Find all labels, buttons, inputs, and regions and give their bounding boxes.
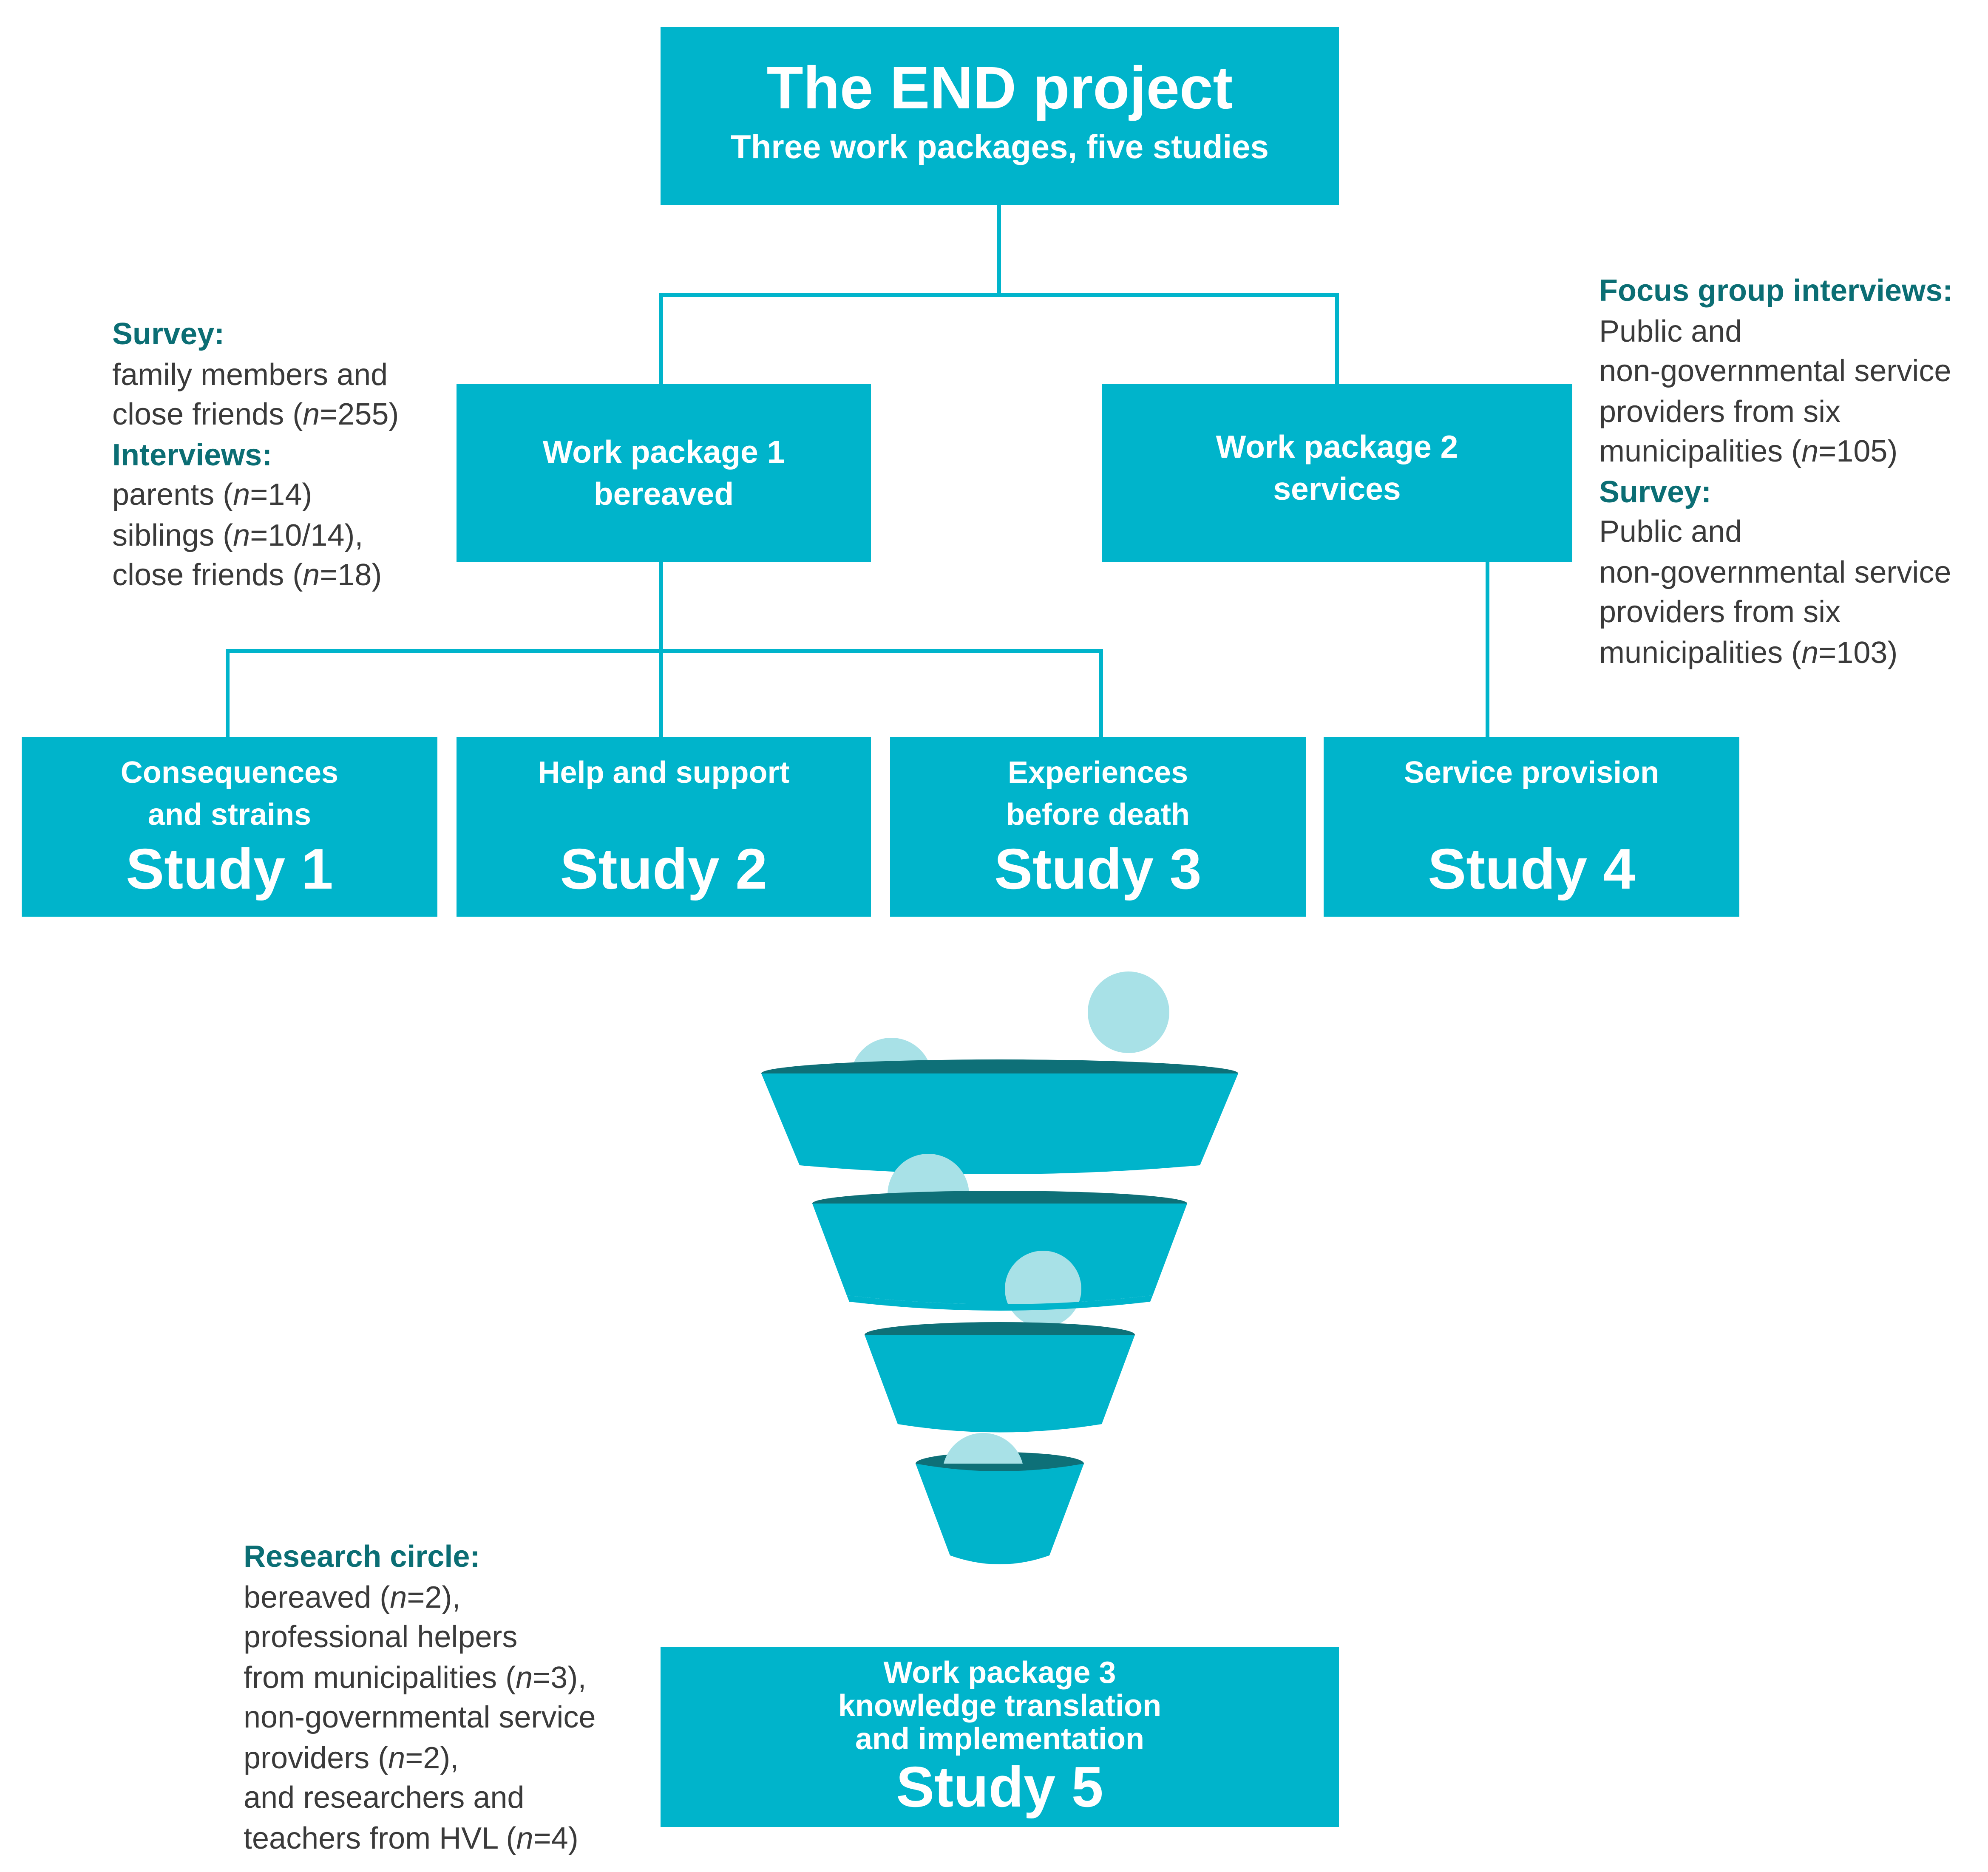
root-subtitle: Three work packages, five studies — [731, 127, 1269, 166]
study1-label: Study 1 — [126, 836, 333, 901]
root-box: The END project Three work packages, fiv… — [661, 27, 1339, 205]
connector-root-bar — [659, 293, 1339, 297]
wp1-title: Work package 1 — [542, 435, 785, 470]
study3-line1: Experiences — [1007, 756, 1188, 790]
bottom-annotation: Research circle: bereaved (n=2), profess… — [244, 1538, 596, 1859]
focus-line-4: municipalities (n=105) — [1599, 435, 1898, 469]
connector-to-wp1 — [659, 293, 663, 384]
study2-line1: Help and support — [538, 756, 790, 790]
root-title: The END project — [766, 54, 1233, 121]
friends-line: close friends (n=18) — [112, 558, 382, 593]
focus-line-2: non-governmental service — [1599, 354, 1951, 389]
funnel-illustration — [761, 971, 1238, 1564]
funnel-layer-4 — [916, 1464, 1084, 1564]
rc-line-7: teachers from HVL (n=4) — [244, 1821, 579, 1856]
study2-line2 — [457, 794, 871, 836]
connector-root-down — [997, 204, 1001, 296]
focus-line-1: Public and — [1599, 314, 1742, 349]
wp2-title: Work package 2 — [1216, 430, 1458, 465]
rc-line-3: from municipalities (n=3), — [244, 1660, 587, 1695]
study4-line1: Service provision — [1404, 756, 1659, 790]
connector-to-study3 — [1099, 649, 1103, 739]
bubble-icon — [944, 1433, 1023, 1464]
rc-line-2: professional helpers — [244, 1620, 518, 1655]
funnel-layer-1 — [761, 1073, 1238, 1174]
funnel-layer-2 — [812, 1204, 1187, 1304]
study1-line1: Consequences — [120, 756, 339, 790]
rc-line-1: bereaved (n=2), — [244, 1580, 461, 1615]
connector-to-study1 — [226, 649, 230, 739]
interviews-heading: Interviews: — [112, 438, 272, 473]
connector-wp2-down — [1486, 561, 1489, 739]
study3-line2: before death — [1006, 798, 1190, 833]
funnel-layer-3 — [865, 1335, 1135, 1433]
siblings-line: siblings (n=10/14), — [112, 518, 363, 553]
funnel-layer-2-lip — [847, 1295, 1153, 1311]
rc-line-4: non-governmental service — [244, 1701, 596, 1735]
focus-line-3: providers from six — [1599, 394, 1841, 429]
study2-box: Help and support Study 2 — [457, 737, 871, 917]
wp3-line3: and implementation — [855, 1722, 1145, 1757]
wp3-line1: Work package 3 — [883, 1656, 1116, 1691]
study3-box: Experiences before death Study 3 — [890, 737, 1306, 917]
right-annotation: Focus group interviews: Public and non-g… — [1599, 272, 1953, 673]
wp2-survey-heading: Survey: — [1599, 475, 1712, 510]
survey-line-1: Public and — [1599, 515, 1742, 549]
wp1-box: Work package 1 bereaved — [457, 384, 871, 562]
wp2-box: Work package 2 services — [1102, 384, 1572, 562]
rc-line-5: providers (n=2), — [244, 1741, 459, 1776]
research-circle-heading: Research circle: — [244, 1540, 480, 1575]
parents-line: parents (n=14) — [112, 478, 312, 513]
wp2-subtitle: services — [1273, 472, 1401, 507]
wp1-subtitle: bereaved — [593, 477, 734, 513]
wp3-line2: knowledge translation — [838, 1689, 1162, 1724]
wp3-box: Work package 3 knowledge translation and… — [661, 1647, 1339, 1827]
study1-box: Consequences and strains Study 1 — [22, 737, 437, 917]
left-annotation: Survey: family members and close friends… — [112, 315, 399, 596]
study3-label: Study 3 — [994, 836, 1202, 901]
survey-line-3: providers from six — [1599, 595, 1841, 630]
survey-line-4: municipalities (n=103) — [1599, 635, 1898, 670]
survey-line: family members and — [112, 357, 388, 392]
study1-line2: and strains — [147, 798, 312, 833]
focus-heading: Focus group interviews: — [1599, 274, 1953, 309]
rc-line-6: and researchers and — [244, 1781, 525, 1815]
study4-box: Service provision Study 4 — [1324, 737, 1739, 917]
study2-label: Study 2 — [560, 836, 768, 901]
study5-label: Study 5 — [896, 1754, 1103, 1819]
survey-heading: Survey: — [112, 317, 225, 352]
study4-label: Study 4 — [1428, 836, 1635, 901]
bubble-icon — [1088, 971, 1169, 1053]
survey-line-2: non-governmental service — [1599, 555, 1951, 590]
study4-line2 — [1324, 794, 1739, 836]
survey-count-line: close friends (n=255) — [112, 398, 399, 432]
bubble-icon — [1005, 1251, 1081, 1327]
connector-to-wp2 — [1335, 293, 1339, 384]
connector-studies-bar — [226, 649, 1103, 653]
